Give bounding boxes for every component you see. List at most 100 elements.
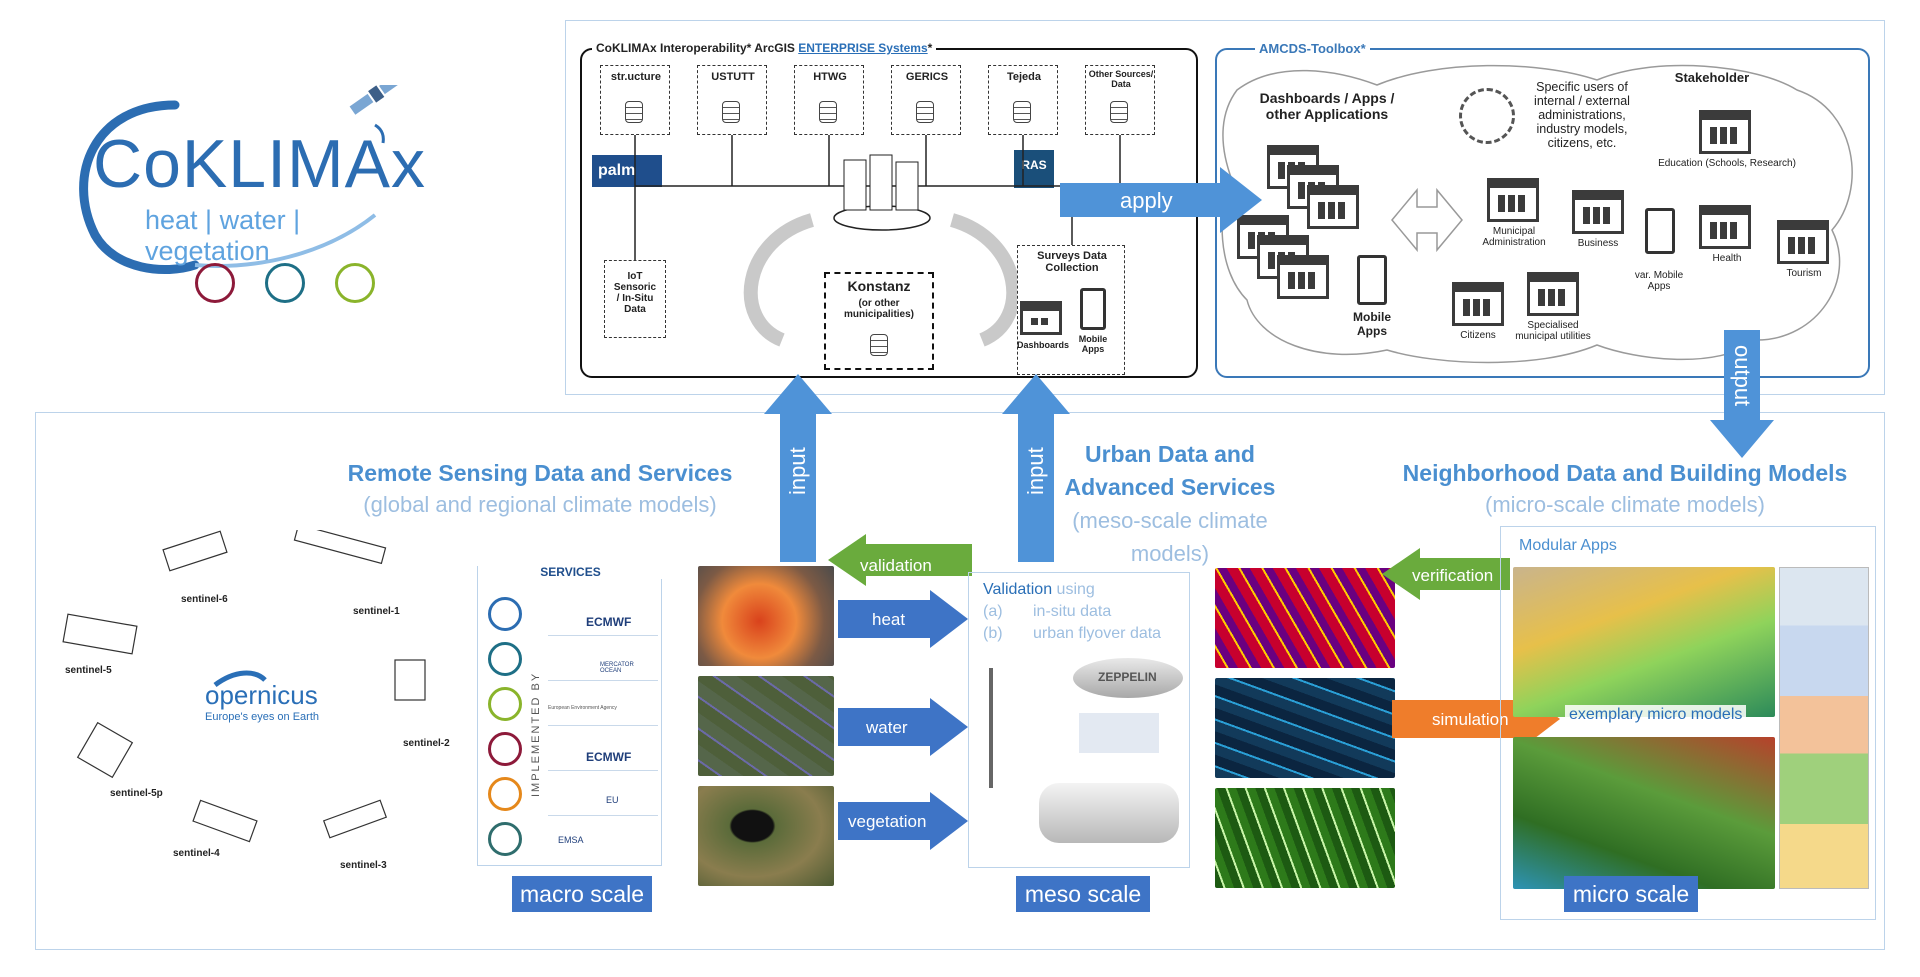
urban-veg-thumb [1215,788,1395,888]
health-icon [1699,205,1751,249]
education-icon [1699,110,1751,154]
vegetation-map-thumb [698,786,834,886]
stakeholder-title: Stakeholder [1674,70,1750,85]
palm-badge: palm [592,155,662,187]
sentinel-3: sentinel-3 [340,860,387,871]
iot-box: IoT Sensoric / In-Situ Data [604,260,666,338]
logo: CoKLIMAx heat | water | vegetation [55,85,425,315]
remote-title: Remote Sensing Data and Services [347,460,733,486]
implemented-by: IMPLEMENTED BY [530,671,542,797]
double-arrow [1391,187,1463,253]
validation-panel: Validation using (a) in-situ data (b) ur… [968,572,1190,868]
citizens-icon [1452,282,1504,326]
drone-image [1039,783,1179,843]
dashboard-icon [1020,301,1062,335]
services-panel: SERVICES IMPLEMENTED BY ECMWF MERCATOR O… [477,565,663,866]
services-title: SERVICES [478,565,663,579]
water-label: water [866,718,908,737]
municipal-icon [1487,178,1539,222]
logo-tagline: heat | water | vegetation [145,205,301,266]
vegetation-label: vegetation [848,812,927,831]
sentinel-5: sentinel-5 [65,665,112,676]
modular-apps-label: Modular Apps [1519,537,1617,554]
toolbox-title: AMCDS-Toolbox* [1255,41,1370,56]
source-tejeda: Tejeda [988,65,1058,135]
sentinel-5p: sentinel-5p [110,788,163,799]
input-arrow-right [1002,374,1070,562]
bottom-frame [35,412,1885,950]
specific-users: Specific users of internal / external ad… [1534,80,1630,150]
platform-title: CoKLIMAx Interoperability* ArcGIS ENTERP… [592,41,937,55]
verification-label: verification [1412,566,1494,585]
source-htwg: HTWG [794,65,864,135]
tourism-icon [1777,220,1829,264]
surveys-box: Surveys Data Collection Dashboards Mobil… [1017,245,1125,375]
exemplary-label: exemplary micro models [1565,705,1747,725]
neigh-title: Neighborhood Data and Building Models [1402,460,1848,486]
toolbox-box: AMCDS-Toolbox* Dashboards / Apps / other… [1215,41,1870,378]
input-arrow-left [764,374,832,562]
output-arrow [1710,330,1774,458]
weather-station-image [989,668,1059,788]
meso-scale-label: meso scale [1016,876,1150,912]
modular-apps-strip [1779,567,1869,889]
apply-label: apply [1120,188,1173,213]
satellites-group: sentinel-6 sentinel-1 sentinel-5 sentine… [55,530,475,890]
sentinel-2: sentinel-2 [403,738,450,749]
apply-arrow [1060,167,1262,233]
vegetation-arrow [838,792,968,850]
source-other: Other Sources/ Data [1085,65,1155,135]
heat-map-thumb [698,566,834,666]
sensor-boards-image [1079,713,1159,753]
mobile-apps-icon [1357,255,1387,305]
validation-title: Validation using [983,581,1095,598]
heat-label: heat [872,610,906,629]
remote-sub: (global and regional climate models) [363,492,717,517]
konstanz-box: Konstanz (or other municipalities) [824,272,934,370]
top-frame [565,20,1885,395]
neigh-sub: (micro-scale climate models) [1485,492,1765,517]
var-mobile-icon [1645,208,1675,254]
copernicus-logo: opernicus Europe's eyes on Earth [205,680,320,723]
water-icon [265,263,305,303]
urban-title: Urban Data and Advanced Services [1064,441,1276,500]
sentinel-4: sentinel-4 [173,848,220,859]
input-label-right: input [1023,447,1048,495]
dashboards-title: Dashboards / Apps / other Applications [1259,90,1395,122]
zeppelin-image: ZEPPELIN [1073,658,1183,698]
urban-sub: (meso-scale climate models) [1072,508,1268,566]
micro-panel: Modular Apps exemplary micro models [1500,526,1876,920]
verification-arrow [1382,548,1510,600]
input-label-left: input [785,447,810,495]
macro-scale-label: macro scale [512,876,652,912]
simulation-label: simulation [1432,710,1509,729]
source-gerics: GERICS [891,65,961,135]
water-map-thumb [698,676,834,776]
logo-title: CoKLIMAx [93,126,426,202]
micro-model-thumb-2 [1513,737,1775,889]
urban-heat-thumb [1215,568,1395,668]
micro-scale-label: micro scale [1564,876,1698,912]
heat-icon [195,263,235,303]
sentinel-6: sentinel-6 [181,594,228,605]
business-icon [1572,190,1624,234]
validation-arrow [828,534,972,586]
mobile-icon [1080,288,1106,330]
urban-water-thumb [1215,678,1395,778]
validation-label: validation [860,556,932,575]
vegetation-icon [335,263,375,303]
source-ustutt: USTUTT [697,65,767,135]
app-window-6 [1277,255,1329,299]
satellite-icon [349,85,403,115]
app-window-3 [1307,185,1359,229]
utilities-icon [1527,272,1579,316]
source-structure: str.ucture [600,65,670,135]
output-label: output [1730,345,1755,407]
ras-badge: RAS [1014,150,1054,188]
water-arrow [838,698,968,756]
users-icon [1459,88,1515,144]
micro-model-thumb-1 [1513,567,1775,717]
sentinel-1: sentinel-1 [353,606,400,617]
connector-lines [634,135,1121,347]
heat-arrow [838,590,968,648]
